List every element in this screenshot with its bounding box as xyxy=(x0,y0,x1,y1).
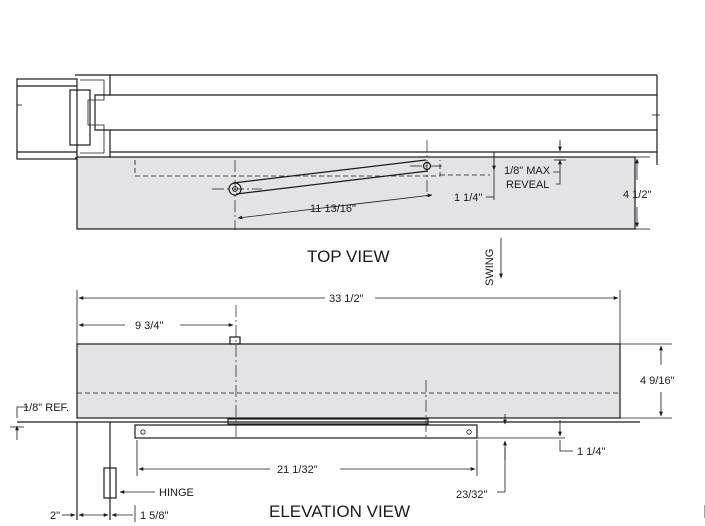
door-frame-section xyxy=(16,74,111,160)
arm-length-dimension-line xyxy=(237,193,433,220)
elevation-view-title: ELEVATION VIEW xyxy=(269,502,410,521)
top-view-title: TOP VIEW xyxy=(307,247,390,266)
slide-track xyxy=(134,424,478,439)
spindle xyxy=(229,336,241,345)
closer-arm xyxy=(212,140,445,230)
track-length-label: 21 1/32" xyxy=(277,464,318,476)
elevation-view: 33 1/2" 9 3/4" 4 9/16" 1/8" REF. xyxy=(10,290,675,522)
depth-label: 4 1/2" xyxy=(623,189,651,201)
hinge-label: HINGE xyxy=(159,487,194,499)
overall-length-label: 33 1/2" xyxy=(329,293,364,305)
height-label: 4 9/16" xyxy=(640,375,675,387)
track-drop-label: 1 1/4" xyxy=(577,446,605,458)
arm-length-label: 11 13/16" xyxy=(310,203,356,215)
hinge-offset-right-label: 1 5/8" xyxy=(140,510,168,522)
spindle-offset-label: 9 3/4" xyxy=(135,320,163,332)
top-view: 11 13/16" 1/8" MAX REVEAL 1 1/4" 4 1/2" … xyxy=(16,74,660,286)
hinge-offset-left-label: 2" xyxy=(50,510,60,522)
ref-label: 1/8" REF. xyxy=(23,402,69,414)
height-offset-label: 1 1/4" xyxy=(454,192,482,204)
track-offset-label: 23/32" xyxy=(456,489,488,501)
reveal-label-line1: 1/8" MAX xyxy=(504,165,551,177)
door-slab xyxy=(110,74,660,165)
closer-body-elevation xyxy=(76,343,621,419)
reveal-label-line2: REVEAL xyxy=(506,179,549,191)
swing-label: SWING xyxy=(484,249,496,286)
